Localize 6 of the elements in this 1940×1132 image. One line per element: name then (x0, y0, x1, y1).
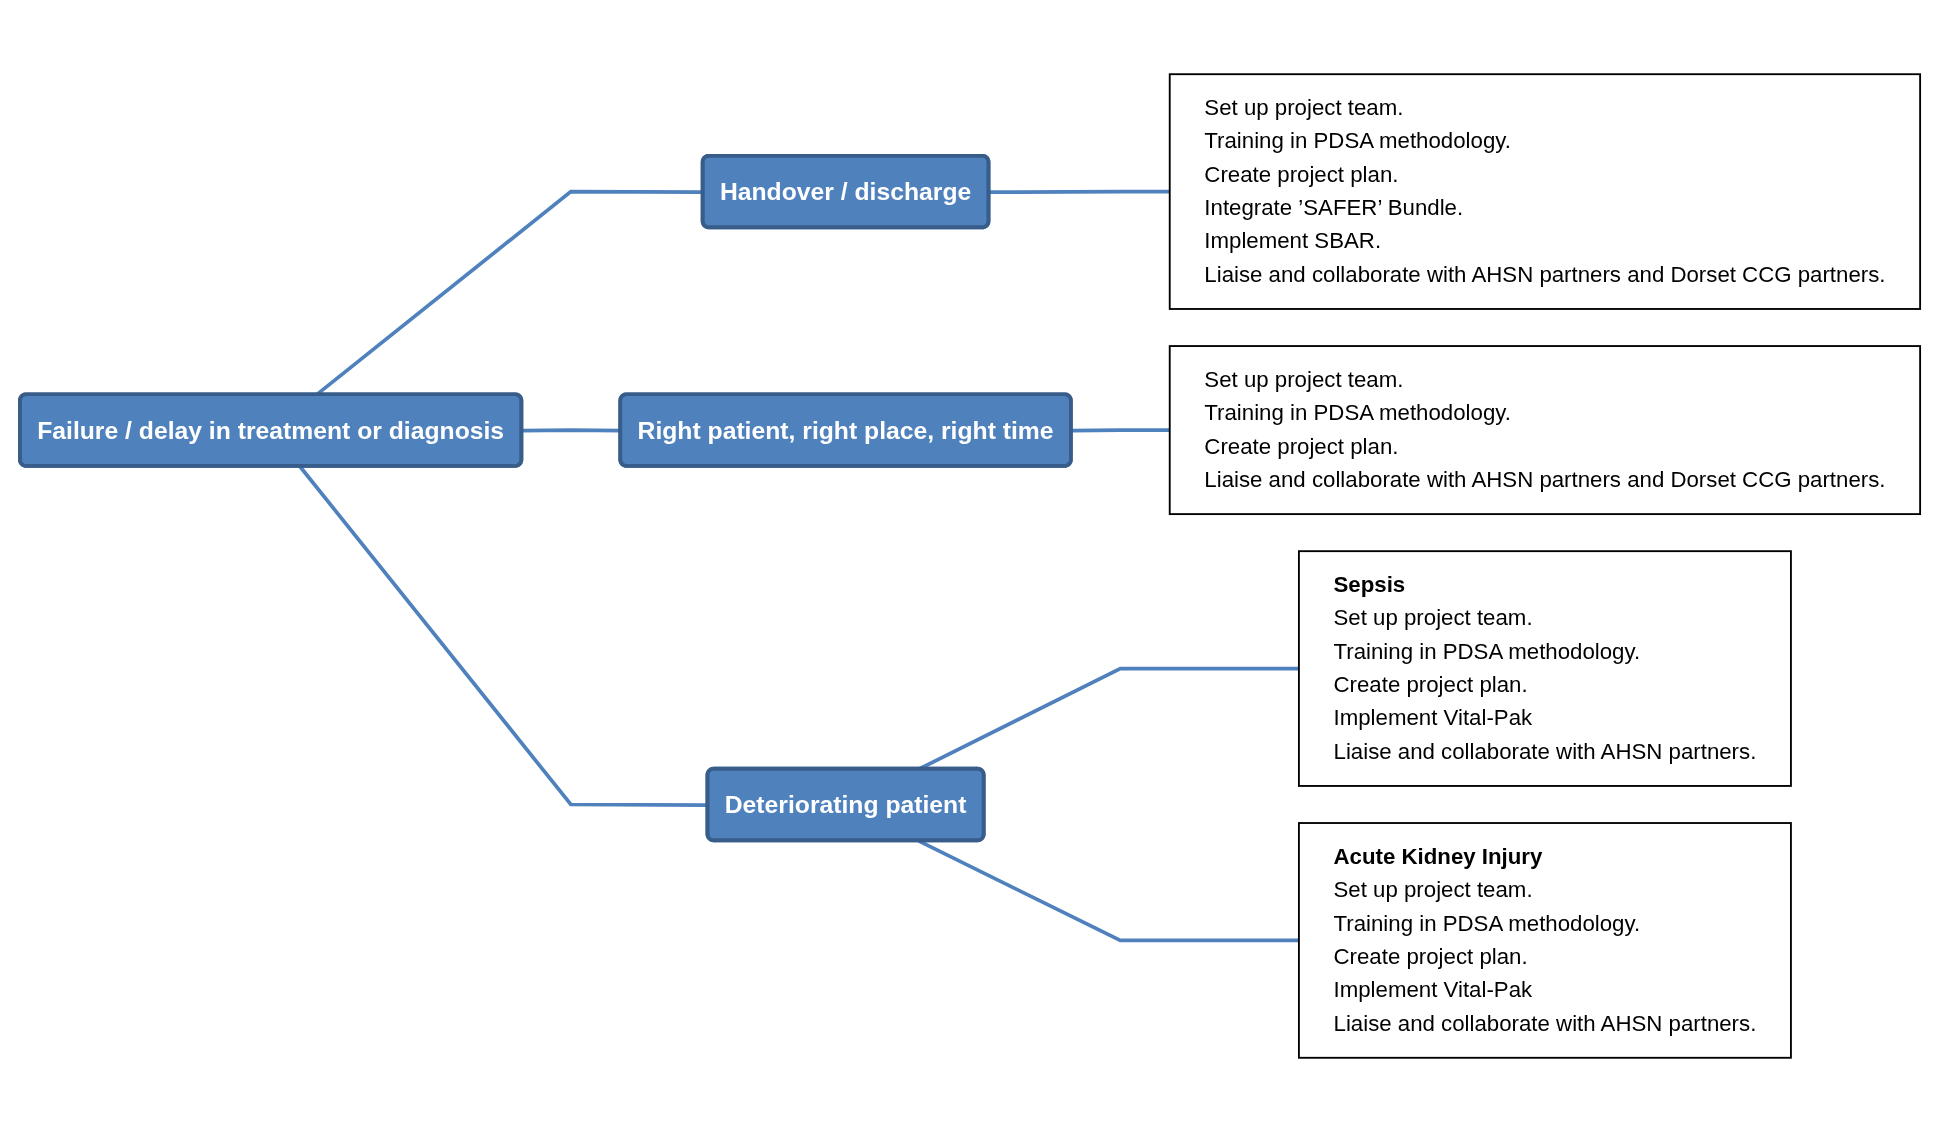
node-box: Sepsis Set up project team. Training in PDSA methodology. Create project plan. Implement Vital-Pak Liaise and collaborate with AHSN partners. (1298, 550, 1792, 787)
node-box: Acute Kidney Injury Set up project team. Training in PDSA methodology. Create project plan. Implement Vital-Pak Liaise and collaborate with AHSN partners. (1298, 822, 1792, 1059)
connector (989, 189, 1170, 195)
node-box: Set up project team. Training in PDSA methodology. Create project plan. Liaise and collaborate with AHSN partners and Dorset CCG partners. (1168, 345, 1922, 516)
connector (1071, 428, 1170, 433)
node-box: Set up project team. Training in PDSA methodology. Create project plan. Integrate ’SAFER’ Bundle. Implement SBAR. Liaise and collaborate with AHSN partners and Dorset CCG partners. (1168, 73, 1922, 310)
